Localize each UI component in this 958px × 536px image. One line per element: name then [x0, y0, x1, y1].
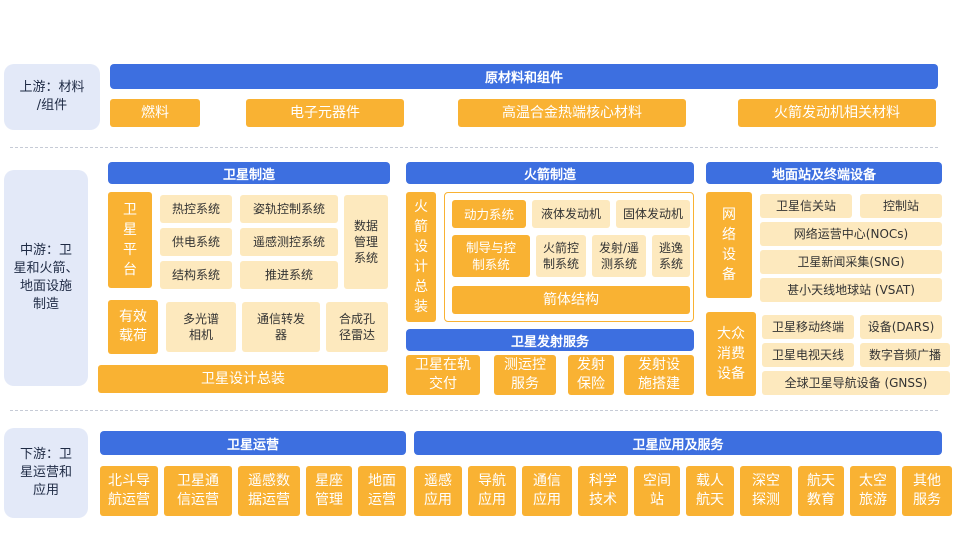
rocket-body-structure: 箭体结构 — [452, 286, 690, 314]
app-item-deep-space: 深空 探测 — [740, 466, 792, 516]
stage-label-downstream: 下游：卫 星运营和 应用 — [4, 428, 88, 518]
header-ground-stations: 地面站及终端设备 — [706, 162, 942, 184]
app-item-space-tourism: 太空 旅游 — [850, 466, 896, 516]
network-item-control-station: 控制站 — [860, 194, 942, 218]
header-launch-services: 卫星发射服务 — [406, 329, 694, 351]
app-item-communication: 通信 应用 — [522, 466, 572, 516]
platform-item-power: 供电系统 — [160, 228, 232, 256]
consumer-item-mobile-terminal: 卫星移动终端 — [762, 315, 854, 339]
power-item-solid-engine: 固体发动机 — [616, 200, 690, 228]
payload-item-transponder: 通信转发 器 — [242, 302, 320, 352]
guidance-item-rocket-control: 火箭控 制系统 — [536, 235, 586, 277]
rocket-power-system: 动力系统 — [452, 200, 526, 228]
header-satellite-operations: 卫星运营 — [100, 431, 406, 455]
divider-upper — [10, 147, 938, 148]
platform-item-propulsion: 推进系统 — [240, 261, 338, 289]
platform-item-attitude: 姿轨控制系统 — [240, 195, 338, 223]
satellite-assembly: 卫星设计总装 — [98, 365, 388, 393]
app-item-space-station: 空间 站 — [634, 466, 680, 516]
platform-item-thermal: 热控系统 — [160, 195, 232, 223]
platform-item-telemetry: 遥感测控系统 — [240, 228, 338, 256]
payload-item-multispectral: 多光谱 相机 — [166, 302, 236, 352]
app-item-crewed-spaceflight: 载人 航天 — [686, 466, 734, 516]
consumer-item-tv-antenna: 卫星电视天线 — [762, 343, 854, 367]
ops-item-ground: 地面 运营 — [358, 466, 406, 516]
network-item-gateway: 卫星信关站 — [760, 194, 852, 218]
rocket-subsystems-frame — [444, 192, 694, 322]
header-rocket-manufacturing: 火箭制造 — [406, 162, 694, 184]
consumer-equipment: 大众 消费 设备 — [706, 312, 756, 396]
platform-item-structure: 结构系统 — [160, 261, 232, 289]
stage-label-upstream: 上游：材料 /组件 — [4, 64, 100, 130]
upstream-item-engine-materials: 火箭发动机相关材料 — [738, 99, 936, 127]
satellite-platform: 卫 星 平 台 — [108, 192, 152, 288]
payload: 有效 载荷 — [108, 300, 158, 354]
launch-item-ttc: 测运控 服务 — [494, 355, 556, 395]
ops-item-constellation: 星座 管理 — [306, 466, 352, 516]
ops-item-communication: 卫星通 信运营 — [164, 466, 232, 516]
app-item-science: 科学 技术 — [578, 466, 628, 516]
header-satellite-applications: 卫星应用及服务 — [414, 431, 942, 455]
app-item-remote-sensing: 遥感 应用 — [414, 466, 462, 516]
upstream-item-alloy: 高温合金热端核心材料 — [458, 99, 686, 127]
guidance-item-launch-telemetry: 发射/遥 测系统 — [592, 235, 646, 277]
consumer-item-digital-audio: 数字音频广播 — [860, 343, 950, 367]
stage-label-midstream: 中游：卫 星和火箭、 地面设施 制造 — [4, 170, 88, 386]
power-item-liquid-engine: 液体发动机 — [532, 200, 610, 228]
rocket-design-assembly: 火 箭 设 计 总 装 — [406, 192, 436, 322]
ops-item-beidou: 北斗导 航运营 — [100, 466, 158, 516]
app-item-education: 航天 教育 — [798, 466, 844, 516]
header-raw-materials: 原材料和组件 — [110, 64, 938, 89]
app-item-navigation: 导航 应用 — [468, 466, 516, 516]
network-item-sng: 卫星新闻采集(SNG) — [760, 250, 942, 274]
ops-item-remote-sensing: 遥感数 据运营 — [238, 466, 300, 516]
upstream-item-fuel: 燃料 — [110, 99, 200, 127]
guidance-item-escape: 逃逸 系统 — [652, 235, 690, 277]
consumer-item-dars: 设备(DARS) — [860, 315, 942, 339]
payload-item-sar: 合成孔 径雷达 — [326, 302, 388, 352]
divider-lower — [10, 410, 938, 411]
consumer-item-gnss: 全球卫星导航设备 (GNSS) — [762, 371, 950, 395]
app-item-other: 其他 服务 — [902, 466, 952, 516]
launch-item-insurance: 发射 保险 — [568, 355, 614, 395]
upstream-item-electronics: 电子元器件 — [246, 99, 404, 127]
launch-item-facility: 发射设 施搭建 — [624, 355, 694, 395]
data-management-system: 数据 管理 系统 — [344, 195, 388, 289]
network-item-vsat: 甚小天线地球站 (VSAT) — [760, 278, 942, 302]
network-item-noc: 网络运营中心(NOCs) — [760, 222, 942, 246]
network-equipment: 网 络 设 备 — [706, 192, 752, 298]
launch-item-orbit-delivery: 卫星在轨 交付 — [406, 355, 480, 395]
header-satellite-manufacturing: 卫星制造 — [108, 162, 390, 184]
rocket-guidance-control: 制导与控 制系统 — [452, 235, 530, 277]
